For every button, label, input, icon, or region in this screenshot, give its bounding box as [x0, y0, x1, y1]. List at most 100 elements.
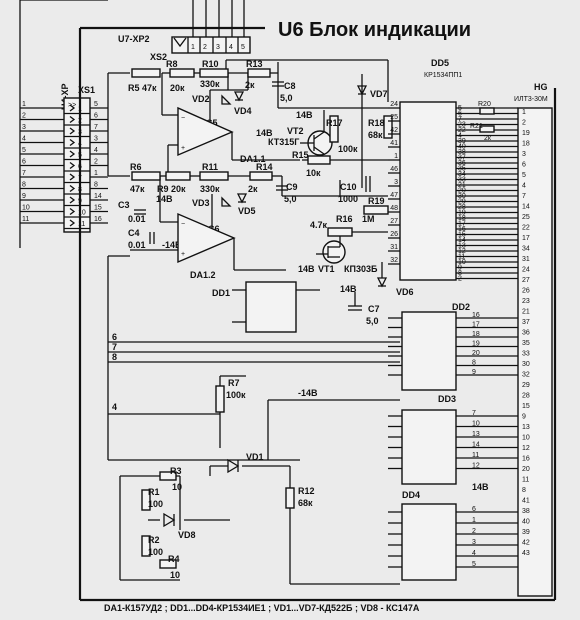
pin-number: 13	[522, 424, 530, 431]
pin-number: 7	[458, 116, 462, 123]
pin-number: 16	[94, 216, 102, 223]
pin-number: 15	[94, 205, 102, 212]
vd6-diode	[376, 262, 388, 288]
m14-net-a: -14В	[162, 240, 182, 250]
pin-number: 24	[522, 267, 530, 274]
pin-number: 21	[458, 182, 466, 189]
pin-number: 9	[22, 193, 26, 200]
dd4-label: DD4	[402, 490, 420, 500]
vd2-label: VD2	[192, 94, 210, 104]
pin-number: 35	[522, 340, 530, 347]
r8-label: R8	[166, 59, 178, 69]
svg-text:−: −	[181, 221, 185, 228]
pin-number: 4	[522, 183, 526, 190]
pin-number: 1	[472, 517, 476, 524]
r7-value: 100к	[226, 390, 246, 400]
xs1-chevron	[69, 219, 76, 227]
pin-number: 23	[522, 298, 530, 305]
xp2-pin: 3	[216, 44, 220, 51]
c7-label: C7	[368, 304, 380, 314]
hg-display	[517, 107, 553, 597]
pin-number: 40	[458, 144, 466, 151]
pin-number: 17	[458, 221, 466, 228]
c10-label: C10	[340, 182, 357, 192]
vd1-diode	[227, 458, 240, 474]
pin-number: 18	[522, 141, 530, 148]
pin-number: 11	[78, 221, 85, 228]
vd4-label: VD4	[234, 106, 252, 116]
pin-number: 38	[458, 149, 466, 156]
p14-net-a: 14В	[256, 128, 273, 138]
m14-net-b: -14В	[298, 388, 318, 398]
pin-number: 5	[522, 172, 526, 179]
r14-resistor	[249, 171, 273, 181]
pin-number: 2	[458, 276, 462, 283]
r4-label: R4	[168, 554, 180, 564]
pin-number: 19	[522, 130, 530, 137]
pin-number: 16	[522, 456, 530, 463]
r21-value: 2к	[484, 135, 492, 142]
r19-value: 1M	[362, 214, 375, 224]
xp2-connector: 1 2 3 4 5	[171, 36, 251, 54]
p14-net-b: 14В	[296, 110, 313, 120]
pin-number: 2	[22, 113, 26, 120]
c9-capacitor	[276, 185, 288, 191]
pin-number: 20	[472, 350, 480, 357]
da11-opamp: − +	[177, 106, 234, 157]
pin-number: 7	[472, 410, 476, 417]
pin-number: 41	[390, 140, 398, 147]
pin-number: 4	[472, 550, 476, 557]
pin-number: 6	[94, 113, 98, 120]
hg-label: HG	[534, 82, 548, 92]
r16-label: R16	[336, 214, 353, 224]
c8-value: 5,0	[280, 93, 293, 103]
xp2-pin: 2	[203, 44, 207, 51]
pin-number: 32	[522, 372, 530, 379]
pin-number: 6	[472, 506, 476, 513]
pin-number: 27	[522, 277, 530, 284]
pin-number: 8	[458, 270, 462, 277]
r11-label: R11	[202, 162, 218, 172]
pin-number: 12	[458, 248, 466, 255]
pin-number: 35	[458, 166, 466, 173]
pin-number: 13	[458, 243, 466, 250]
vt2-label: VT2	[287, 126, 304, 136]
bus-num: 4	[112, 402, 117, 412]
pin-number: 9	[472, 369, 476, 376]
r10-resistor	[199, 68, 229, 78]
xs1-chevron	[69, 161, 76, 170]
pin-number: 2	[522, 120, 526, 127]
pin-number: 8	[472, 360, 476, 367]
bus-num: 8	[112, 352, 117, 362]
pin-number: 12	[522, 445, 530, 452]
r20-resistor	[479, 107, 495, 115]
c10-value: 1000	[338, 194, 358, 204]
r12-label: R12	[298, 486, 315, 496]
pin-number: 40	[522, 519, 530, 526]
pin-number: 26	[390, 231, 398, 238]
pin-number: 31	[522, 256, 530, 263]
pin-number: 7	[94, 124, 98, 131]
pin-number: 10	[522, 435, 530, 442]
pin-number: 1	[522, 109, 526, 116]
pin-number: 10	[78, 210, 86, 217]
r17-value: 100к	[338, 144, 358, 154]
r8-resistor	[169, 68, 195, 78]
pin-number: 4	[94, 147, 98, 154]
pin-number: 5	[94, 101, 98, 108]
pin-number: 1	[394, 153, 398, 160]
pin-number: 26	[522, 288, 530, 295]
da12-label: DA1.2	[190, 270, 216, 280]
pin-number: 11	[522, 477, 529, 484]
pin-number: 2	[472, 528, 476, 535]
pin-number: 25	[390, 114, 398, 121]
r11-resistor	[199, 171, 229, 181]
lower-stage-wires	[108, 175, 388, 271]
pin-number: 3	[522, 151, 526, 158]
pin-number: 29	[522, 382, 530, 389]
dd2-label: DD2	[452, 302, 470, 312]
pin-number: 41	[522, 498, 530, 505]
pin-number: 24	[390, 101, 398, 108]
pin-number: 13	[472, 431, 480, 438]
r16-value: 4.7к	[310, 220, 328, 230]
